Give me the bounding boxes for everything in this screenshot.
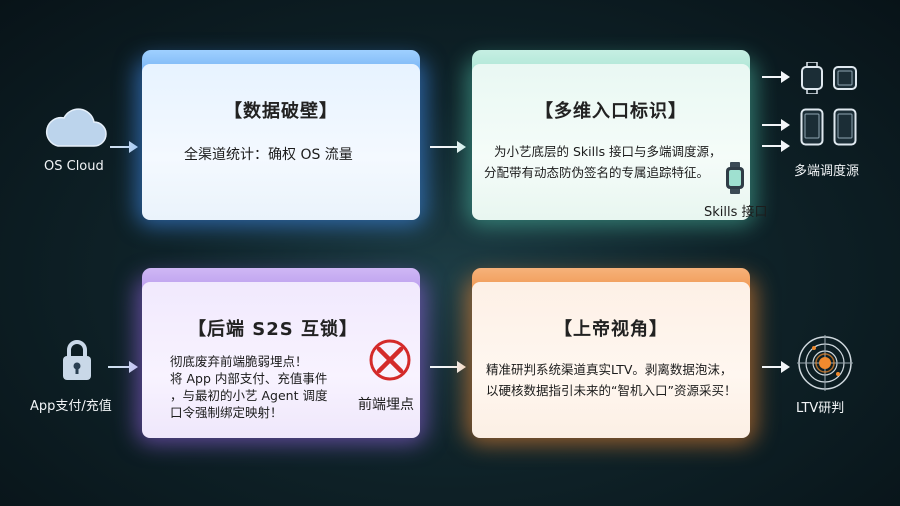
data-wall-card: 【数据破壁】 全渠道统计：确权 OS 流量	[142, 50, 420, 220]
s2s-text-line3: ，与最初的小艺 Agent 调度	[170, 388, 328, 403]
smartwatch-icon	[800, 61, 824, 95]
app-payment-label: App支付/充值	[30, 399, 112, 414]
arrow-to-devices-3	[762, 140, 790, 152]
phone-icon	[800, 108, 824, 146]
skills-interface-label: Skills 接口	[704, 205, 768, 220]
cross-icon	[368, 338, 412, 382]
cloud-icon	[42, 104, 108, 152]
multi-entry-card: 【多维入口标识】 为小艺底层的 Skills 接口与多端调度源， 分配带有动态防…	[472, 50, 768, 220]
data-wall-title: 【数据破壁】	[224, 101, 338, 122]
card-body: 【数据破壁】 全渠道统计：确权 OS 流量	[142, 64, 420, 220]
card-body: 【多维入口标识】 为小艺底层的 Skills 接口与多端调度源， 分配带有动态防…	[472, 64, 768, 220]
ltv-judgement-label: LTV研判	[796, 401, 845, 416]
card-body: 【上帝视角】 精准研判系统渠道真实LTV。剥离数据泡沫， 以硬核数据指引未来的“…	[472, 282, 750, 438]
multi-entry-title: 【多维入口标识】	[535, 101, 687, 122]
god-view-text-line1: 精准研判系统渠道真实LTV。剥离数据泡沫，	[486, 362, 733, 377]
card-body: 【后端 S2S 互锁】 彻底废弃前端脆弱埋点！ 将 App 内部支付、充值事件 …	[142, 282, 420, 438]
devices-label: 多端调度源	[794, 164, 860, 179]
arrow-data-wall-to-multi-entry	[430, 141, 466, 153]
god-view-text-line2: 以硬核数据指引未来的“智机入口”资源采买！	[486, 383, 737, 398]
arrow-cloud-to-data-wall	[110, 141, 138, 153]
arrow-to-devices-1	[762, 71, 790, 83]
s2s-text-line2: 将 App 内部支付、充值事件	[170, 371, 328, 386]
tablet-small-icon	[833, 66, 857, 90]
radar-target-icon	[796, 334, 854, 392]
lock-icon	[60, 338, 94, 382]
god-view-card: 【上帝视角】 精准研判系统渠道真实LTV。剥离数据泡沫， 以硬核数据指引未来的“…	[472, 268, 750, 438]
data-wall-text: 全渠道统计：确权 OS 流量	[184, 147, 353, 163]
phone-icon-2	[833, 108, 857, 146]
os-cloud-label: OS Cloud	[44, 159, 104, 174]
arrow-to-ltv	[762, 361, 790, 373]
god-view-title: 【上帝视角】	[554, 319, 668, 340]
s2s-text-line4: 口令强制绑定映射！	[170, 405, 283, 420]
arrow-to-devices-2	[762, 119, 790, 131]
multi-entry-text-line2: 分配带有动态防伪签名的专属追踪特征。	[484, 165, 710, 180]
frontend-tracking-label: 前端埋点	[358, 397, 414, 413]
arrow-s2s-to-god-view	[430, 361, 466, 373]
s2s-text-line1: 彻底废弃前端脆弱埋点！	[170, 354, 308, 369]
s2s-lock-title: 【后端 S2S 互锁】	[188, 319, 358, 340]
multi-entry-text-line1: 为小艺底层的 Skills 接口与多端调度源，	[494, 144, 722, 159]
s2s-lock-card: 【后端 S2S 互锁】 彻底废弃前端脆弱埋点！ 将 App 内部支付、充值事件 …	[142, 268, 420, 438]
watch-icon	[724, 162, 746, 194]
arrow-app-to-s2s	[108, 361, 138, 373]
